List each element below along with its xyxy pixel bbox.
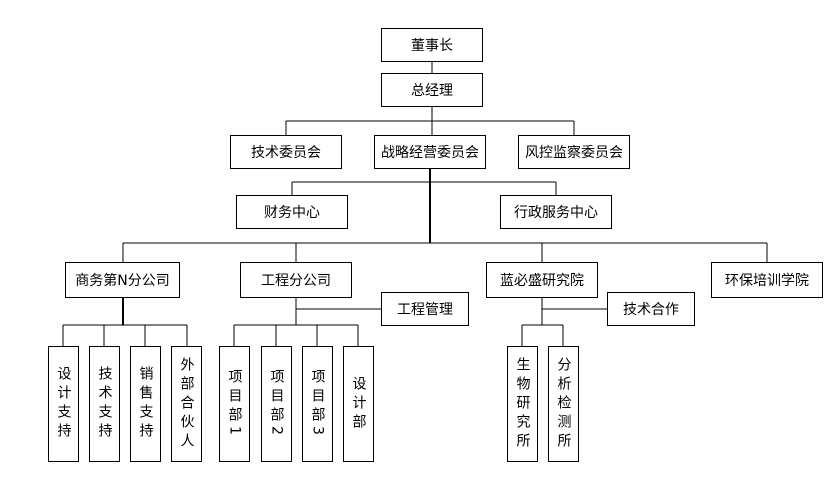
node-external-partner: 外部合伙人 xyxy=(171,346,202,462)
node-business-branch: 商务第N分公司 xyxy=(65,262,180,298)
node-sales-support: 销售支持 xyxy=(130,346,161,462)
node-project-dept-3: 项目部3 xyxy=(302,346,333,462)
node-engineering-mgmt: 工程管理 xyxy=(381,292,469,326)
node-strategy-committee: 战略经营委员会 xyxy=(374,135,486,169)
node-design-dept: 设计部 xyxy=(343,346,374,462)
node-admin-center: 行政服务中心 xyxy=(500,195,612,229)
node-tech-committee: 技术委员会 xyxy=(230,135,342,169)
node-tech-support: 技术支持 xyxy=(89,346,120,462)
node-design-support: 设计支持 xyxy=(48,346,79,462)
node-project-dept-2: 项目部2 xyxy=(261,346,292,462)
node-tech-cooperation: 技术合作 xyxy=(607,292,695,326)
node-engineering-branch: 工程分公司 xyxy=(240,262,352,298)
node-project-dept-1: 项目部1 xyxy=(219,346,250,462)
node-analysis-testing: 分析检测所 xyxy=(548,346,579,462)
node-bio-research: 生物研究所 xyxy=(507,346,538,462)
node-finance-center: 财务中心 xyxy=(236,195,348,229)
node-general-manager: 总经理 xyxy=(381,73,483,107)
node-lanbisheng-institute: 蓝必盛研究院 xyxy=(486,262,598,298)
node-risk-committee: 风控监察委员会 xyxy=(518,135,630,169)
node-chairman: 董事长 xyxy=(381,28,483,62)
node-eco-academy: 环保培训学院 xyxy=(711,262,823,298)
